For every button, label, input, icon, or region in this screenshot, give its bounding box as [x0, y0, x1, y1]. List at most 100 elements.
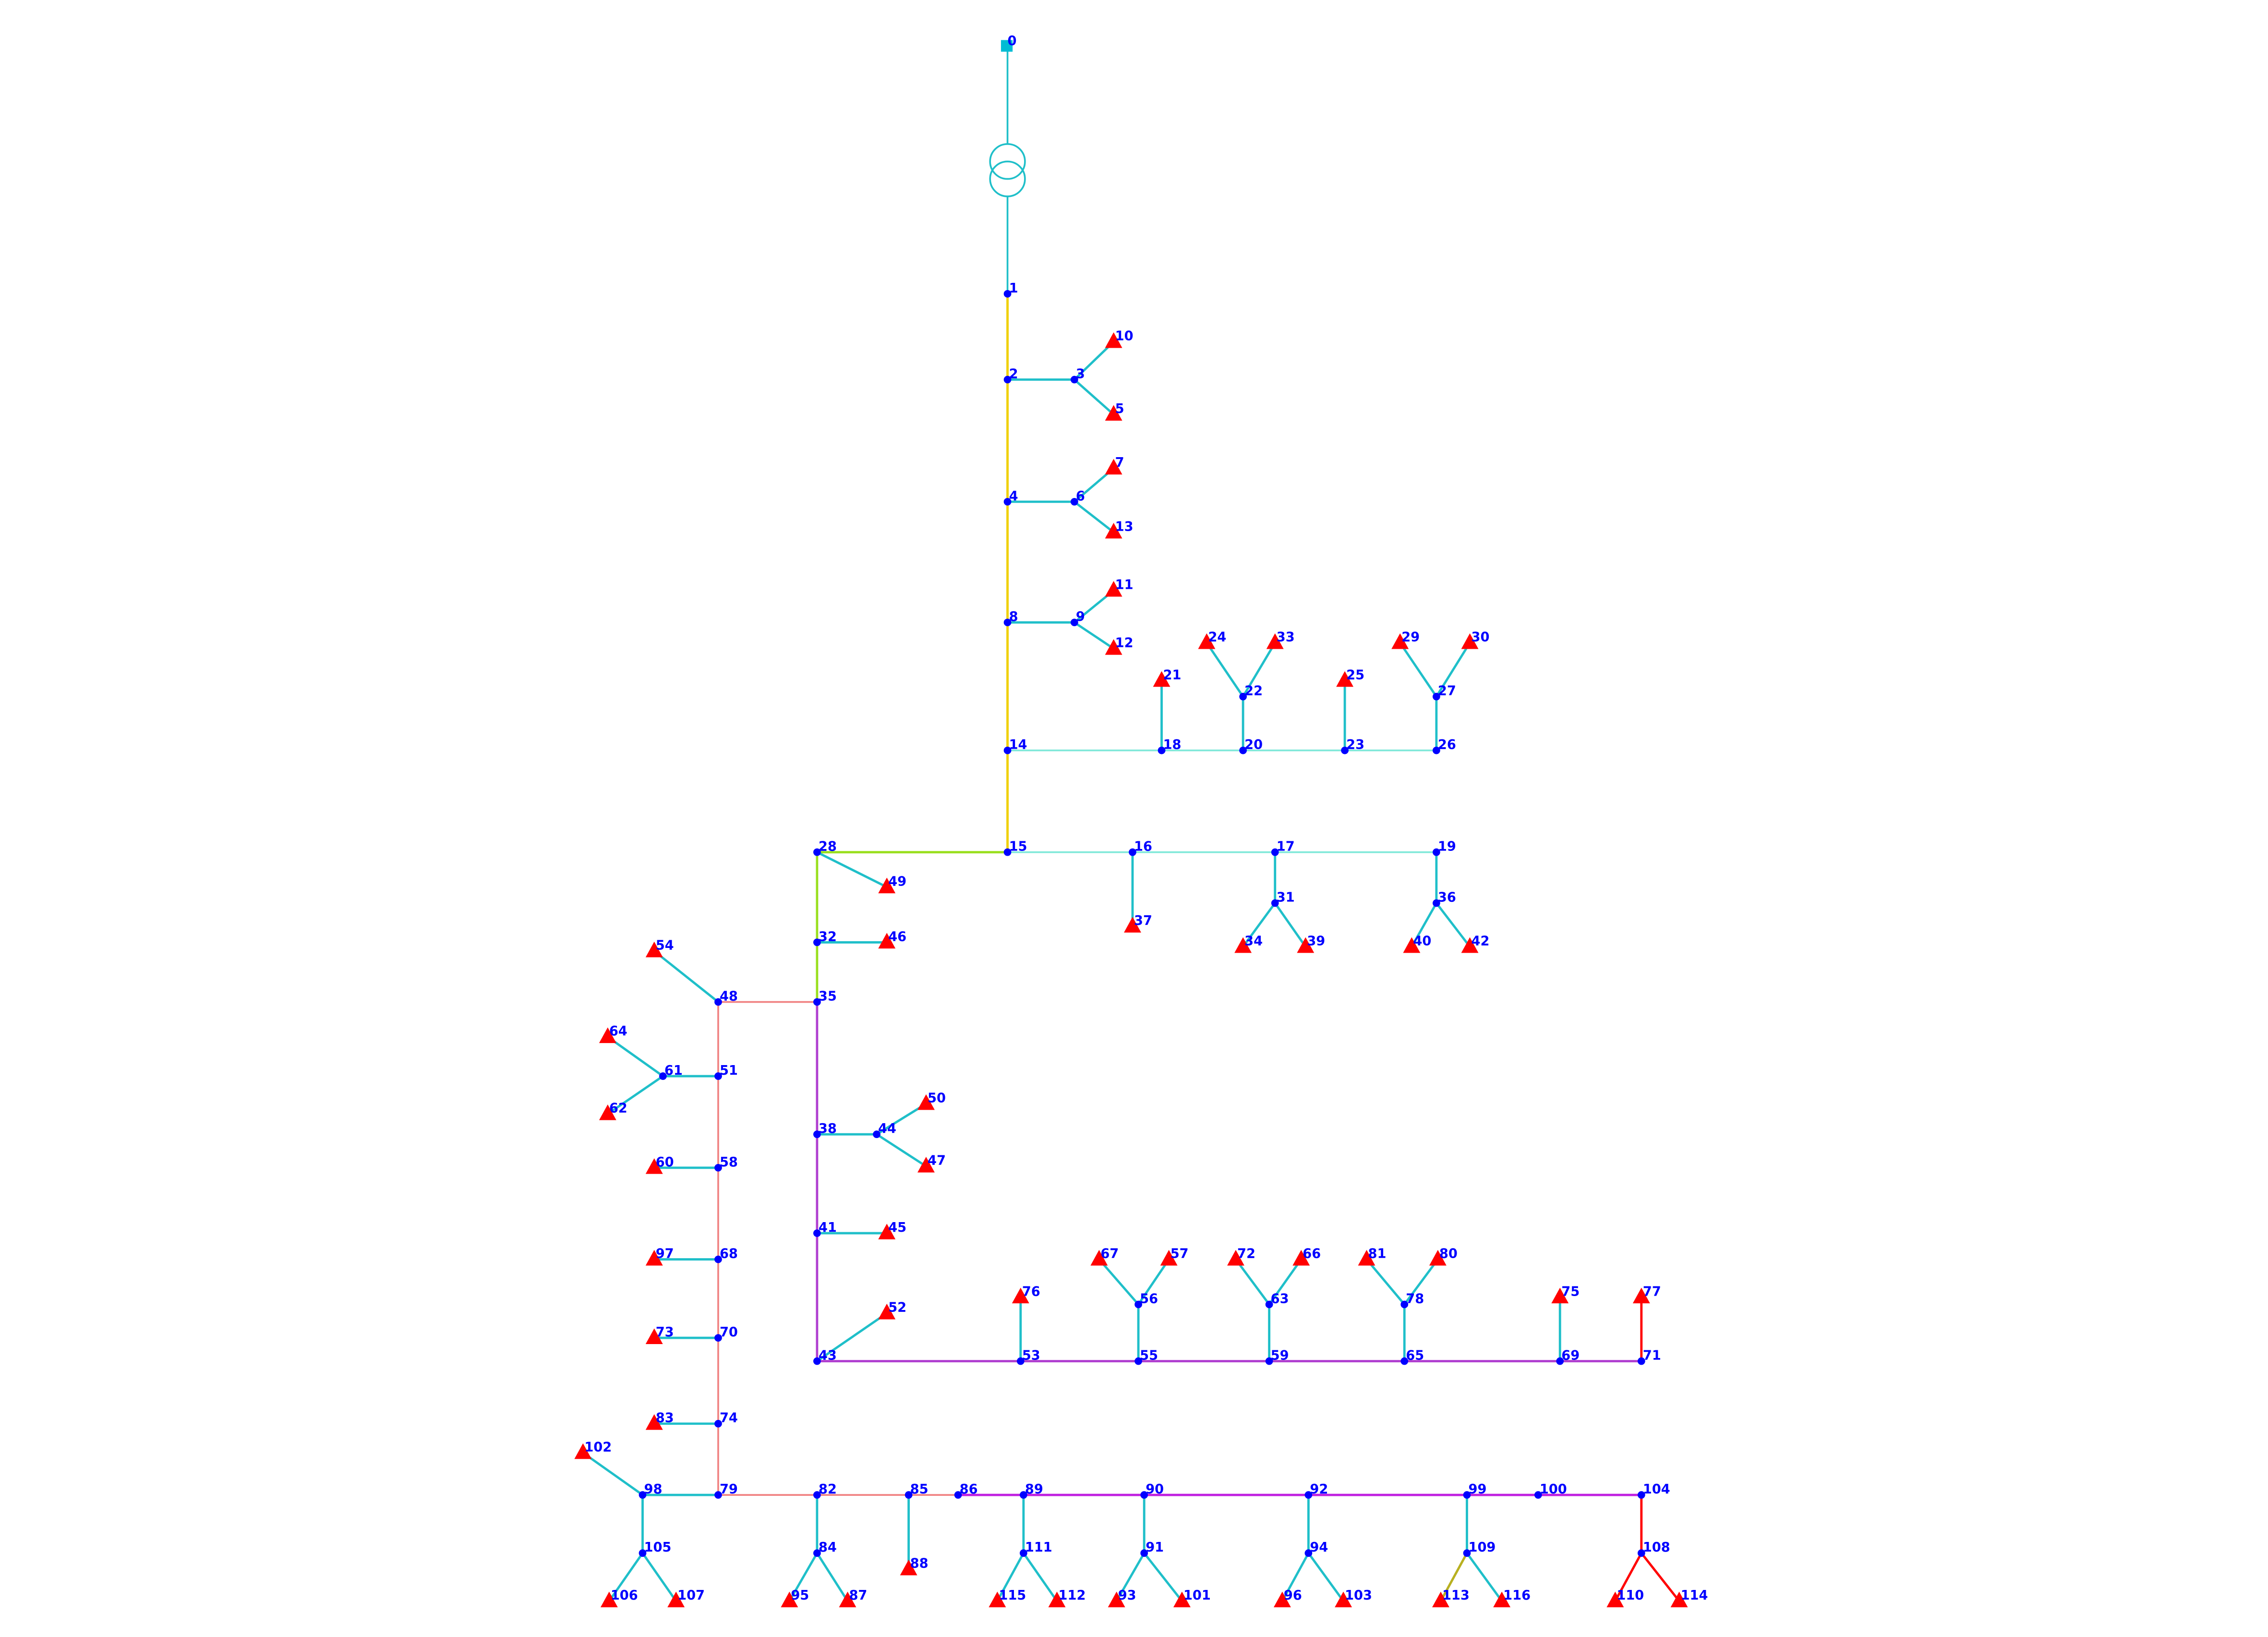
- load-label: 13: [1115, 519, 1134, 534]
- load-triangle-icon: [667, 1591, 685, 1608]
- load-103: 103: [1335, 1588, 1372, 1608]
- load-10: 10: [1105, 329, 1134, 348]
- bus-dot-icon: [1003, 848, 1012, 856]
- load-label: 81: [1368, 1247, 1387, 1261]
- bus-dot-icon: [813, 1549, 821, 1557]
- load-triangle-icon: [1461, 633, 1479, 649]
- load-triangle-icon: [781, 1591, 798, 1608]
- load-42: 42: [1461, 934, 1490, 953]
- bus-17: 17: [1271, 839, 1295, 856]
- bus-1: 1: [1003, 281, 1018, 298]
- bus-label: 53: [1022, 1348, 1040, 1363]
- load-76: 76: [1012, 1284, 1040, 1304]
- load-13: 13: [1105, 519, 1134, 539]
- bus-dot-icon: [1637, 1491, 1645, 1499]
- load-triangle-icon: [1227, 1249, 1244, 1266]
- bus-label: 90: [1146, 1482, 1164, 1497]
- bus-label: 16: [1134, 839, 1152, 854]
- load-triangle-icon: [1432, 1591, 1449, 1608]
- load-label: 77: [1643, 1284, 1661, 1299]
- bus-label: 14: [1009, 738, 1027, 752]
- load-57: 57: [1160, 1247, 1189, 1266]
- load-label: 57: [1170, 1247, 1189, 1261]
- load-triangle-icon: [878, 877, 896, 894]
- line-94-103: [1307, 1552, 1345, 1602]
- load-triangle-icon: [1173, 1591, 1191, 1608]
- bus-label: 55: [1140, 1348, 1158, 1363]
- load-label: 12: [1115, 636, 1134, 651]
- bus-dot-icon: [905, 1491, 913, 1499]
- bus-dot-icon: [1239, 746, 1247, 754]
- bus-41: 41: [813, 1220, 837, 1237]
- load-triangle-icon: [599, 1027, 616, 1043]
- load-triangle-icon: [1297, 937, 1315, 953]
- load-24: 24: [1198, 630, 1226, 649]
- bus-23: 23: [1341, 738, 1364, 754]
- bus-44: 44: [873, 1121, 896, 1139]
- bus-label: 78: [1406, 1291, 1424, 1306]
- bus-label: 99: [1468, 1482, 1486, 1497]
- bus-label: 92: [1310, 1482, 1328, 1497]
- load-label: 34: [1244, 934, 1263, 948]
- bus-dot-icon: [1271, 848, 1279, 856]
- bus-9: 9: [1070, 609, 1085, 627]
- line-94-96: [1281, 1552, 1310, 1602]
- bus-104: 104: [1637, 1482, 1670, 1499]
- load-label: 42: [1472, 934, 1490, 948]
- load-39: 39: [1297, 934, 1325, 953]
- bus-label: 44: [878, 1121, 896, 1136]
- bus-dot-icon: [1265, 1300, 1273, 1309]
- load-triangle-icon: [1108, 1591, 1125, 1608]
- bus-dot-icon: [714, 998, 722, 1006]
- line-31-39: [1274, 902, 1307, 948]
- line-63-66: [1268, 1258, 1303, 1306]
- load-triangle-icon: [1105, 332, 1122, 348]
- bus-label: 22: [1244, 684, 1263, 699]
- load-label: 83: [656, 1411, 674, 1426]
- external-grid-label: 0: [1008, 34, 1017, 49]
- bus-20: 20: [1239, 738, 1263, 754]
- bus-label: 27: [1438, 684, 1456, 699]
- bus-label: 2: [1009, 366, 1018, 381]
- bus-label: 104: [1643, 1482, 1670, 1497]
- load-triangle-icon: [600, 1591, 618, 1608]
- load-triangle-icon: [645, 1328, 663, 1344]
- bus-label: 86: [960, 1482, 978, 1497]
- bus-label: 6: [1076, 489, 1085, 504]
- bus-dot-icon: [1637, 1549, 1645, 1557]
- bus-label: 74: [720, 1411, 738, 1426]
- line-3-5: [1073, 378, 1115, 416]
- bus-dot-icon: [1140, 1549, 1148, 1557]
- bus-38: 38: [813, 1121, 837, 1139]
- load-50: 50: [917, 1091, 946, 1110]
- load-label: 30: [1472, 630, 1490, 645]
- load-label: 24: [1208, 630, 1226, 645]
- line-44-47: [875, 1133, 928, 1168]
- bus-label: 68: [720, 1247, 738, 1261]
- bus-dot-icon: [1003, 746, 1012, 754]
- load-7: 7: [1105, 455, 1124, 475]
- load-label: 73: [656, 1325, 674, 1340]
- bus-dot-icon: [813, 1130, 821, 1139]
- load-62: 62: [599, 1101, 627, 1120]
- load-triangle-icon: [1292, 1249, 1310, 1266]
- load-95: 95: [781, 1588, 809, 1608]
- bus-100: 100: [1534, 1482, 1567, 1499]
- bus-99: 99: [1463, 1482, 1486, 1499]
- load-97: 97: [645, 1247, 674, 1266]
- load-triangle-icon: [1358, 1249, 1375, 1266]
- bus-32: 32: [813, 929, 837, 946]
- load-115: 115: [989, 1588, 1026, 1608]
- bus-dot-icon: [714, 1072, 722, 1080]
- bus-label: 69: [1561, 1348, 1580, 1363]
- line-56-67: [1098, 1258, 1140, 1306]
- line-28-49: [816, 851, 888, 888]
- load-87: 87: [839, 1588, 867, 1608]
- load-label: 110: [1617, 1588, 1644, 1603]
- load-label: 67: [1100, 1247, 1119, 1261]
- load-52: 52: [878, 1300, 906, 1320]
- load-triangle-icon: [900, 1559, 917, 1576]
- bus-51: 51: [714, 1063, 738, 1080]
- load-83: 83: [645, 1411, 674, 1430]
- bus-dot-icon: [1556, 1357, 1564, 1365]
